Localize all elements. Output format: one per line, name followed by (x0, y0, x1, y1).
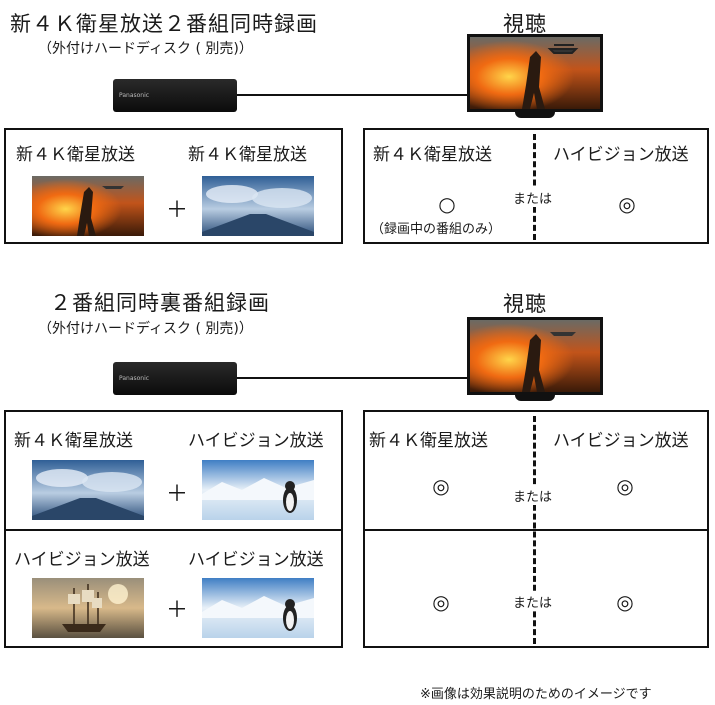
recording-box-1: 新４Ｋ衛星放送 新４Ｋ衛星放送 ＋ (4, 128, 343, 244)
plus-sign-row1: ＋ (166, 482, 189, 507)
footnote: ※画像は効果説明のためのイメージです (420, 687, 652, 702)
tv-screen-action-scene-2 (467, 317, 603, 395)
brand-label-2: Panasonic (119, 375, 150, 382)
thumbnail-sailing-ship (32, 578, 144, 638)
thumbnail-mountain-clouds-2 (32, 460, 144, 520)
tv-stand-2 (515, 395, 555, 401)
thumbnail-action-scene (32, 176, 144, 236)
viewing-label-b: ハイビジョン放送 (553, 145, 689, 165)
row-divider-right (365, 529, 707, 531)
tv-screen-action-scene (467, 34, 603, 112)
section2-title: ２番組同時裏番組録画 (50, 291, 270, 315)
connection-cable (237, 94, 469, 96)
brand-label: Panasonic (119, 92, 150, 99)
row2-mark-a: ◎ (432, 590, 450, 614)
thumbnail-mountain-clouds (202, 176, 314, 236)
recording-label-a: 新４Ｋ衛星放送 (16, 145, 135, 165)
viewing-label-a: 新４Ｋ衛星放送 (373, 145, 492, 165)
viewing-box-2: 新４Ｋ衛星放送 ハイビジョン放送 ◎ または ◎ ◎ または ◎ (363, 410, 709, 648)
thumbnail-penguin-snow-2 (202, 578, 314, 638)
row1-label-a: 新４Ｋ衛星放送 (14, 431, 133, 451)
tv-stand (515, 112, 555, 118)
row-divider (6, 529, 341, 531)
or-label: または (511, 188, 555, 207)
section1-title: 新４Ｋ衛星放送２番組同時録画 (10, 12, 318, 36)
section1-subtitle: （外付けハードディスク ( 別売)） (38, 41, 253, 57)
thumbnail-penguin-snow (202, 460, 314, 520)
recording-label-b: 新４Ｋ衛星放送 (188, 145, 307, 165)
availability-mark-double-circle: ◎ (618, 192, 636, 216)
section2-subtitle: （外付けハードディスク ( 別売)） (38, 321, 253, 337)
section2-view-label: 視聴 (503, 292, 547, 316)
recording-box-2: 新４Ｋ衛星放送 ハイビジョン放送 ＋ ハイビジョン放送 ハイビジョン放送 ＋ (4, 410, 343, 648)
viewing2-label-a: 新４Ｋ衛星放送 (369, 431, 488, 451)
row1-mark-a: ◎ (432, 474, 450, 498)
row2-or-label: または (511, 592, 555, 611)
plus-sign-row2: ＋ (166, 598, 189, 623)
plus-sign: ＋ (166, 198, 189, 223)
row1-or-label: または (511, 486, 555, 505)
hdd-recorder: Panasonic (113, 79, 237, 112)
row2-mark-b: ◎ (616, 590, 634, 614)
row1-label-b: ハイビジョン放送 (188, 431, 324, 451)
row1-mark-b: ◎ (616, 474, 634, 498)
viewing2-label-b: ハイビジョン放送 (553, 431, 689, 451)
availability-mark-circle: ○ (438, 192, 456, 216)
hdd-recorder-2: Panasonic (113, 362, 237, 395)
viewing-box-1: 新４Ｋ衛星放送 ハイビジョン放送 または ○ ◎ （録画中の番組のみ） (363, 128, 709, 244)
television-2 (467, 317, 603, 401)
recording-only-note: （録画中の番組のみ） (371, 222, 502, 237)
row2-label-a: ハイビジョン放送 (14, 550, 150, 570)
television (467, 34, 603, 118)
connection-cable-2 (237, 377, 469, 379)
row2-label-b: ハイビジョン放送 (188, 550, 324, 570)
section1-view-label: 視聴 (503, 12, 547, 36)
divider-dashed (533, 134, 536, 240)
